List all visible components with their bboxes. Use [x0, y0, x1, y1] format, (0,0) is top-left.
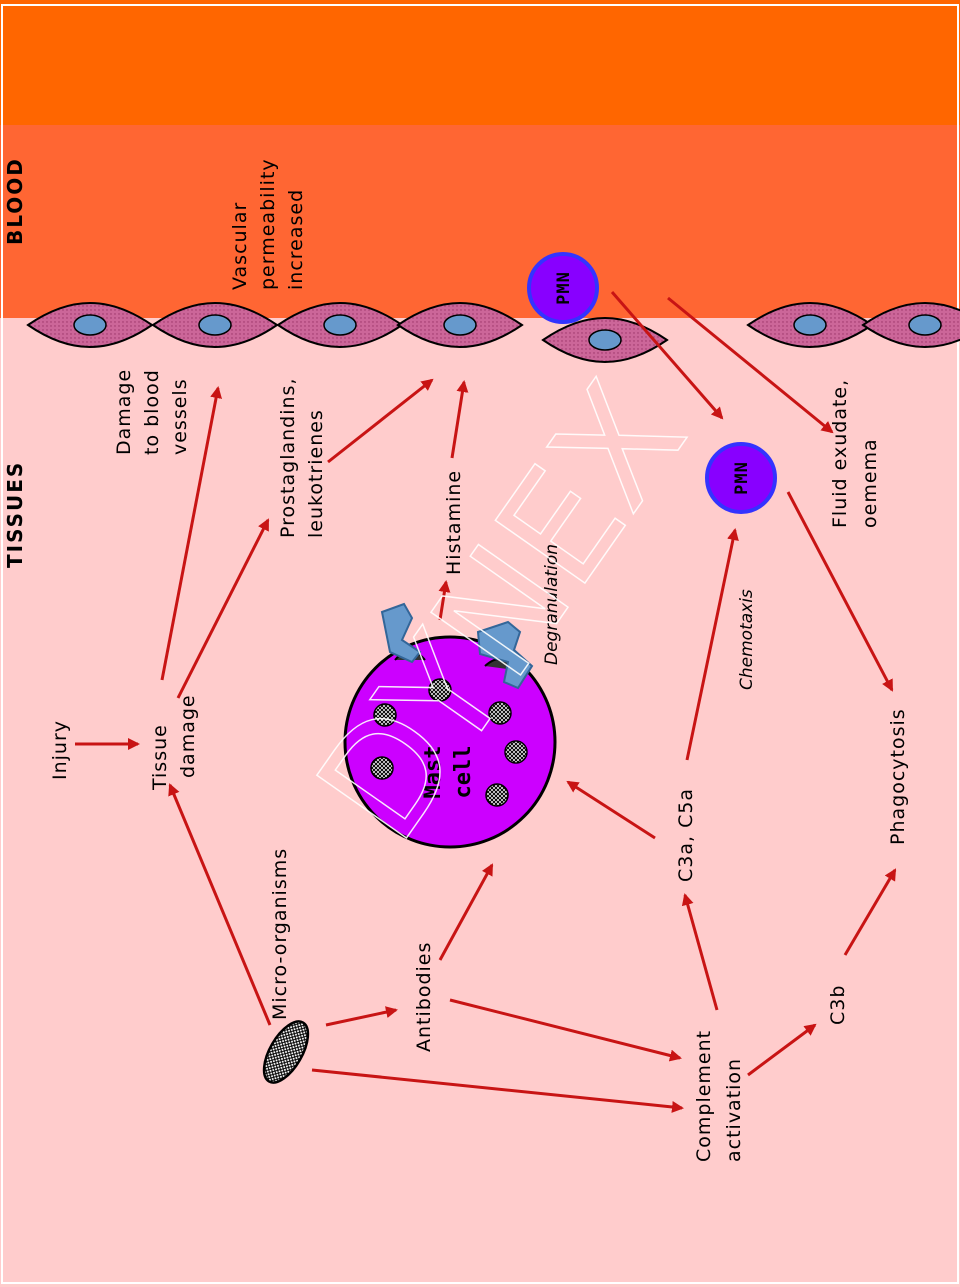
- prostaglandins-label-1: Prostaglandins,: [277, 378, 299, 538]
- tissues-label: TISSUES: [3, 461, 27, 568]
- damage-blood-vessels-label-1: Damage: [113, 369, 135, 455]
- mast-cell-label-2: cell: [451, 746, 476, 799]
- antibodies-label: Antibodies: [413, 942, 435, 1052]
- micro-organism-icon: [262, 1020, 310, 1084]
- chemotaxis-label: Chemotaxis: [737, 589, 757, 690]
- pmn-cell-tissue: PMN: [705, 442, 777, 514]
- pmn-tissue-label: PMN: [732, 461, 752, 495]
- blood-region: [0, 125, 960, 325]
- injury-label: Injury: [49, 720, 71, 780]
- endothelial-cell-icon: [861, 301, 960, 349]
- damage-blood-vessels-label-2: to blood: [141, 369, 163, 455]
- ige-receptor-icon: [476, 620, 534, 690]
- histamine-label: Histamine: [443, 470, 465, 575]
- pmn-cell-icon: [527, 252, 599, 324]
- endothelial-cell-icon: [396, 301, 524, 349]
- c3b-label: C3b: [827, 985, 849, 1025]
- c3a-c5a-label: C3a, C5a: [675, 788, 697, 882]
- pmn-cell-icon: [705, 442, 777, 514]
- tissue-damage-label-1: Tissue: [149, 724, 171, 791]
- prostaglandins-label-2: leukotrienes: [305, 409, 327, 538]
- endothelial-cell-icon: [541, 316, 669, 364]
- complement-activation-label-1: Complement: [693, 1030, 715, 1162]
- endothelial-cell-icon: [151, 301, 279, 349]
- vascular-permeability-label-2: permeability: [257, 158, 279, 290]
- mast-cell-label-1: Mast: [421, 746, 446, 799]
- blood-region-dark: [0, 0, 960, 125]
- arrows: [75, 291, 897, 1113]
- frame: [1, 4, 959, 1284]
- fluid-exudate-label-1: Fluid exudate,: [829, 379, 851, 528]
- fluid-exudate-label-2: oemema: [859, 438, 881, 528]
- mast-cell: Mast cell: [343, 602, 557, 849]
- pmn-blood-label: PMN: [554, 271, 574, 305]
- tissue-damage-label-2: damage: [177, 694, 199, 778]
- degranulation-label: Degranulation: [542, 544, 562, 665]
- vascular-permeability-label-3: increased: [285, 189, 307, 290]
- blood-label: BLOOD: [3, 157, 27, 245]
- pmn-cell-blood: PMN: [527, 252, 599, 324]
- ige-receptor-icon: [380, 602, 426, 664]
- damage-blood-vessels-label-3: vessels: [169, 378, 191, 455]
- micro-organisms-label: Micro-organisms: [269, 848, 291, 1020]
- complement-activation-label-2: activation: [723, 1058, 745, 1162]
- endothelial-cell-icon: [276, 301, 404, 349]
- blood-vessel-wall: [26, 301, 960, 364]
- vascular-permeability-label-1: Vascular: [229, 202, 251, 290]
- phagocytosis-label: Phagocytosis: [887, 708, 909, 845]
